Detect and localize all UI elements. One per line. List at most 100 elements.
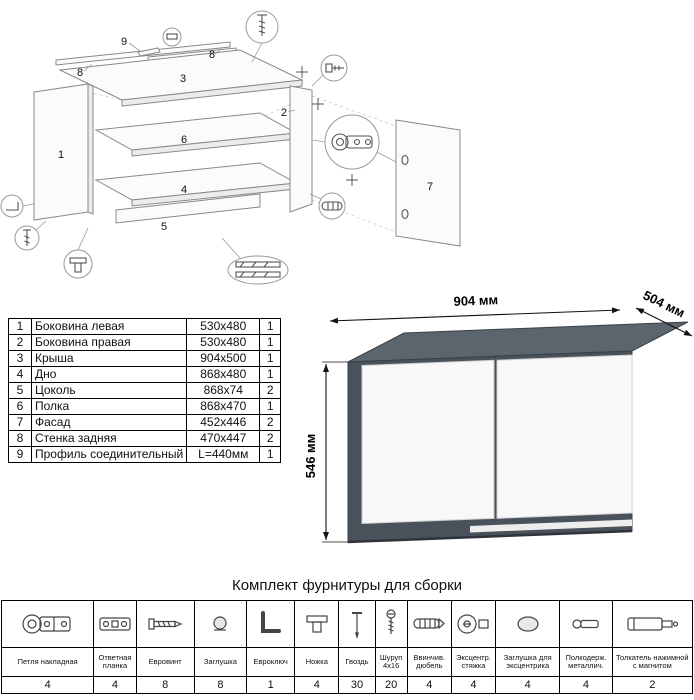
table-row: 6 Полка 868x470 1 (8, 398, 282, 415)
euroscrew-icon (148, 618, 183, 630)
part-num: 9 (8, 446, 32, 463)
hardware-name: Полкодерж. металлич. (559, 647, 613, 677)
hardware-name: Петля накладная (0, 647, 95, 677)
part-label: 5 (161, 221, 167, 233)
part-qty: 1 (259, 446, 282, 463)
round-cap-icon (517, 616, 539, 632)
hardware-qty: 2 (611, 676, 694, 694)
hardware-qty: 4 (495, 676, 561, 694)
part-num: 3 (8, 350, 32, 367)
eccentric-bolt-callout (311, 54, 348, 87)
part-label: 2 (281, 107, 287, 119)
hardware-name: Ввинчив. дюбель (406, 647, 452, 677)
top-panel-shape (58, 49, 304, 107)
part-num: 8 (8, 430, 32, 447)
mounting-plate-icon (99, 617, 131, 631)
right-side-panel-shape (289, 85, 313, 213)
table-row: 8 Стенка задняя 470x447 2 (8, 430, 282, 447)
part-name: Стенка задняя (30, 430, 188, 447)
part-qty: 1 (259, 350, 282, 367)
connecting-profile-shape (137, 27, 182, 57)
table-row: 9 Профиль соединительный L=440мм 1 (8, 446, 282, 463)
hardware-name: Гвоздь (338, 647, 376, 677)
left-side-panel-shape (33, 83, 94, 221)
table-row: 4 Дно 868x480 1 (8, 366, 282, 383)
part-size: 868x74 (186, 382, 261, 399)
part-name: Боковина левая (30, 318, 188, 335)
part-label: 8 (77, 67, 83, 79)
part-label: 8 (209, 49, 215, 61)
hardware-qty: 1 (246, 676, 296, 694)
part-qty: 1 (259, 334, 282, 351)
hardware-kit-title: Комплект фурнитуры для сборки (231, 577, 463, 594)
part-num: 2 (8, 334, 32, 351)
part-label: 9 (121, 36, 127, 48)
hardware-qty: 4 (450, 676, 497, 694)
part-name: Крыша (30, 350, 188, 367)
shelf-pin-icon (572, 619, 599, 629)
part-num: 5 (8, 382, 32, 399)
depth-dimension-label: 504 мм (641, 288, 688, 320)
profile-section-callout (221, 237, 289, 285)
left-detail-callouts (0, 194, 93, 279)
screw-icon (386, 609, 396, 634)
parts-list-table: 1 Боковина левая 530x480 1 2 Боковина пр… (8, 318, 282, 463)
bottom-panel-shape (94, 162, 298, 207)
cabinet-body (347, 321, 689, 544)
hardware-qty: 8 (193, 676, 248, 694)
hardware-qty: 20 (374, 676, 408, 694)
hinge-icon (22, 614, 71, 634)
hardware-qty-row: 4 4 8 8 1 4 30 20 4 4 4 4 2 (0, 676, 694, 694)
eccentric-cam-icon (457, 614, 490, 634)
part-size: 868x470 (186, 398, 261, 415)
part-qty: 2 (259, 414, 282, 431)
width-dimension-label: 904 мм (453, 292, 498, 309)
hardware-name: Ответная планка (93, 647, 137, 677)
part-num: 1 (8, 318, 32, 335)
part-name: Цоколь (30, 382, 188, 399)
part-label: 6 (181, 134, 187, 146)
hardware-name: Заглушка (193, 647, 248, 677)
part-name: Фасад (30, 414, 188, 431)
table-row: 3 Крыша 904x500 1 (8, 350, 282, 367)
nail-icon (352, 612, 362, 640)
part-name: Полка (30, 398, 188, 415)
height-dimension: 546 мм (303, 361, 348, 543)
part-qty: 2 (259, 430, 282, 447)
hardware-qty: 4 (0, 676, 95, 694)
part-num: 4 (8, 366, 32, 383)
table-row: 1 Боковина левая 530x480 1 (8, 318, 282, 335)
hardware-name: Ножка (294, 647, 340, 677)
hardware-name: Евровинт (135, 647, 195, 677)
part-size: 452x446 (186, 414, 261, 431)
hardware-name: Эксцентр. стяжка (450, 647, 497, 677)
hardware-name: Евроключ (246, 647, 296, 677)
hardware-qty: 8 (135, 676, 195, 694)
part-num: 6 (8, 398, 32, 415)
hardware-qty: 4 (559, 676, 613, 694)
plinth-shape (115, 193, 261, 224)
part-size: 868x480 (186, 366, 261, 383)
part-label: 4 (181, 184, 187, 196)
part-size: 530x480 (186, 334, 261, 351)
part-label: 1 (58, 149, 64, 161)
push-latch-icon (627, 617, 679, 631)
part-name: Боковина правая (30, 334, 188, 351)
part-num: 7 (8, 414, 32, 431)
screw-direction-arrows (296, 66, 358, 186)
part-size: 530x480 (186, 318, 261, 335)
hardware-qty: 30 (338, 676, 376, 694)
part-size: 904x500 (186, 350, 261, 367)
height-dimension-label: 546 мм (303, 434, 318, 479)
assembled-cabinet-illustration: 904 мм 504 мм 546 мм (303, 288, 693, 544)
part-qty: 1 (259, 318, 282, 335)
leg-icon (306, 615, 328, 633)
exploded-view-diagram: 9 8 8 3 1 6 2 4 5 7 (0, 10, 461, 285)
part-qty: 1 (259, 366, 282, 383)
shelf-shape (94, 112, 298, 157)
part-size: L=440мм (186, 446, 261, 463)
cap-icon (213, 616, 228, 631)
hardware-name-row: Петля накладная Ответная планка Евровинт… (0, 647, 694, 677)
hex-key-icon (260, 611, 281, 633)
